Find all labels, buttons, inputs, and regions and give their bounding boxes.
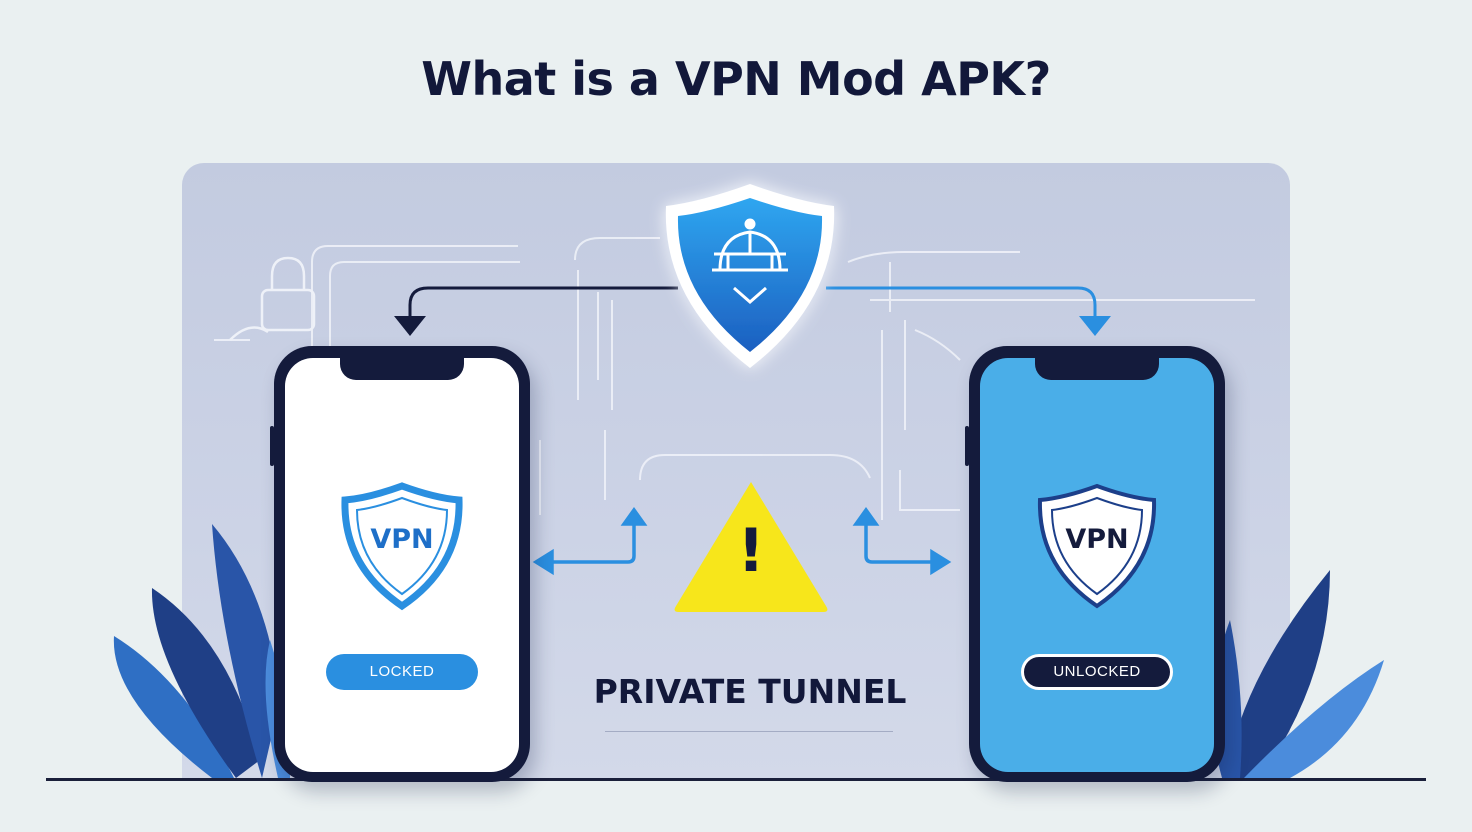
private-tunnel-label: PRIVATE TUNNEL bbox=[593, 672, 907, 711]
warning-icon bbox=[674, 482, 828, 612]
right-vpn-shield-icon bbox=[1037, 483, 1157, 609]
arrow-left-bend bbox=[532, 506, 648, 576]
warning-symbol: ! bbox=[737, 516, 765, 586]
right-shield-label: VPN bbox=[1065, 524, 1129, 555]
arrow-right-bend bbox=[852, 506, 952, 576]
phone-notch bbox=[340, 356, 464, 380]
ground-line bbox=[46, 778, 1426, 781]
right-phone: VPN UNLOCKED bbox=[965, 346, 1225, 782]
leaves-right-icon bbox=[1212, 570, 1384, 778]
page-title: What is a VPN Mod APK? bbox=[421, 52, 1051, 106]
tunnel-underline bbox=[605, 731, 893, 732]
circuit-lines bbox=[214, 237, 1255, 520]
left-phone: VPN LOCKED bbox=[270, 346, 530, 782]
phone-side-button bbox=[270, 426, 274, 466]
leaves-left-icon bbox=[113, 524, 290, 778]
left-vpn-shield-icon bbox=[341, 482, 463, 611]
phone-side-button bbox=[965, 426, 969, 466]
arrow-to-right-phone bbox=[826, 286, 1111, 336]
network-glyph-icon bbox=[712, 218, 788, 304]
padlock-icon bbox=[229, 256, 316, 341]
locked-status-pill[interactable]: LOCKED bbox=[326, 654, 478, 690]
center-shield-icon bbox=[665, 184, 835, 368]
unlocked-status-pill[interactable]: UNLOCKED bbox=[1021, 654, 1173, 690]
left-shield-label: VPN bbox=[370, 524, 434, 555]
phone-notch bbox=[1035, 356, 1159, 380]
left-phone-screen: VPN LOCKED bbox=[285, 358, 519, 772]
right-phone-screen: VPN UNLOCKED bbox=[980, 358, 1214, 772]
arrow-to-left-phone bbox=[394, 286, 678, 336]
